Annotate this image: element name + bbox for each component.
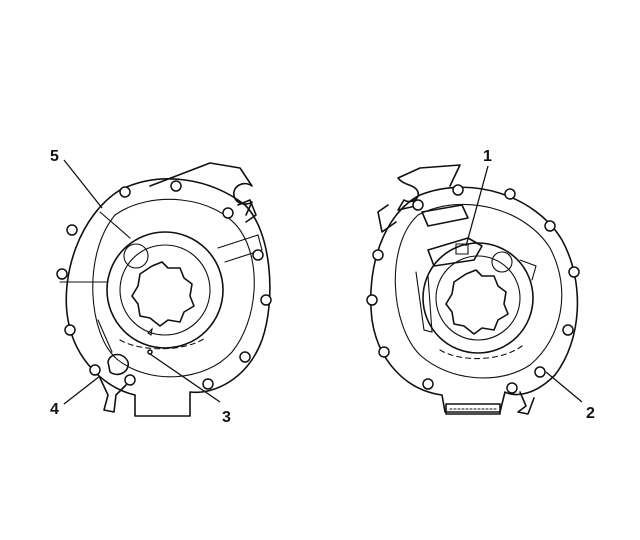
- bolt: [222, 207, 234, 219]
- left-rib-lower: [97, 319, 113, 353]
- bolt: [170, 180, 182, 192]
- right-housing-view: 1 2: [366, 148, 595, 422]
- bolt: [56, 268, 68, 280]
- callout-5: 5: [50, 148, 59, 165]
- left-inner-ring: [92, 198, 255, 378]
- left-port-fitting: [107, 353, 129, 376]
- left-bolt-group: [56, 180, 272, 390]
- right-dashes: [439, 345, 523, 360]
- bolt: [66, 224, 78, 236]
- bolt: [378, 346, 390, 358]
- right-valve-slot: [427, 237, 483, 267]
- leader-3: [149, 353, 221, 403]
- bolt: [366, 294, 378, 306]
- right-rib-right: [519, 259, 537, 281]
- left-marker-arrow: [147, 327, 153, 336]
- bolt: [412, 199, 424, 211]
- right-top-lug: [397, 164, 461, 211]
- bolt: [239, 351, 251, 363]
- callout-1: 1: [483, 148, 492, 165]
- bolt: [506, 382, 518, 394]
- bolt: [202, 378, 214, 390]
- left-splined-hub: [131, 261, 195, 327]
- left-housing-view: 5 4 3: [50, 148, 272, 426]
- callout-2: 2: [586, 405, 595, 422]
- bolt: [452, 184, 464, 196]
- left-bracket: [99, 377, 127, 413]
- bolt: [89, 364, 101, 376]
- bolt: [124, 374, 136, 386]
- bolt: [260, 294, 272, 306]
- bolt: [562, 324, 574, 336]
- right-center-boss: [422, 242, 534, 354]
- bolt: [504, 188, 516, 200]
- right-valve-hole: [455, 243, 469, 255]
- bolt: [534, 366, 546, 378]
- right-housing-outline: [369, 186, 579, 413]
- right-rib-left: [415, 271, 433, 333]
- right-boss-ring: [435, 255, 521, 341]
- callout-4: 4: [50, 401, 59, 418]
- bolt: [119, 186, 131, 198]
- right-small-bore: [491, 251, 513, 273]
- bolt: [422, 378, 434, 390]
- left-boss-ring: [119, 244, 211, 336]
- leader-1: [465, 165, 489, 247]
- left-center-boss: [106, 231, 224, 349]
- bolt: [568, 266, 580, 278]
- left-rib-right: [217, 234, 263, 263]
- leader-5: [63, 159, 103, 209]
- right-bracket: [517, 391, 535, 415]
- bolt: [544, 220, 556, 232]
- right-side-lug: [377, 204, 397, 233]
- left-marker-dot: [147, 349, 153, 355]
- right-inner-ring: [394, 203, 563, 379]
- callout-3: 3: [222, 409, 231, 426]
- bolt: [252, 249, 264, 261]
- leader-2: [545, 371, 583, 403]
- left-top-lug: [149, 162, 253, 216]
- bolt: [372, 249, 384, 261]
- left-small-bore: [123, 243, 149, 269]
- left-rib-upper: [99, 211, 131, 239]
- bolt: [64, 324, 76, 336]
- right-bottom-connector: [445, 403, 501, 415]
- right-upper-window: [421, 204, 469, 227]
- leader-4: [63, 375, 101, 405]
- right-bolt-group: [366, 184, 580, 394]
- left-housing-outline: [65, 178, 271, 417]
- left-side-lug: [237, 199, 257, 223]
- right-splined-hub: [445, 269, 509, 335]
